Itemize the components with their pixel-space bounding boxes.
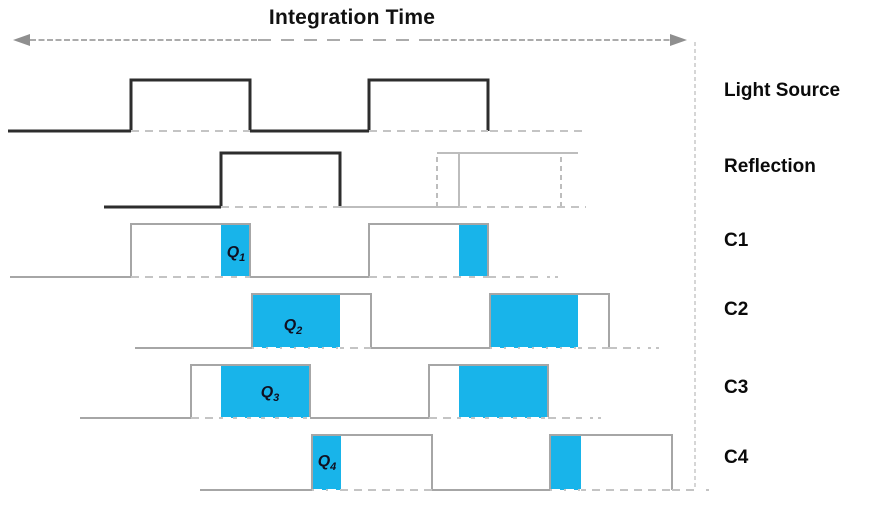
charge-region [459, 365, 548, 418]
row-waveform-reflection [104, 151, 586, 209]
q3-label: Q3 [261, 384, 280, 404]
q1-label: Q1 [227, 244, 246, 264]
charge-region [312, 435, 341, 490]
row-waveform-light-source [8, 78, 588, 133]
row-label-c3: C3 [724, 377, 749, 398]
row-label-light-source: Light Source [724, 80, 841, 101]
charge-region [459, 224, 488, 277]
charge-region [221, 365, 310, 418]
row-waveform-c1: Q1 [10, 223, 558, 278]
q4-label: Q4 [318, 453, 337, 473]
row-waveform-c4: Q4 [200, 434, 709, 491]
charge-region [490, 294, 578, 348]
row-waveform-c2: Q2 [135, 293, 659, 349]
row-label-c2: C2 [724, 299, 749, 320]
charge-region [550, 435, 581, 490]
integration-time-arrow [13, 34, 687, 46]
q2-label: Q2 [284, 317, 303, 337]
row-label-c1: C1 [724, 230, 749, 251]
row-label-c4: C4 [724, 447, 749, 468]
row-label-reflection: Reflection [724, 156, 816, 177]
charge-region [221, 224, 250, 277]
row-waveform-c3: Q3 [80, 364, 601, 419]
arrowhead-left-icon [13, 34, 30, 46]
arrowhead-right-icon [670, 34, 687, 46]
charge-region [252, 294, 340, 348]
page-title: Integration Time [268, 6, 436, 29]
